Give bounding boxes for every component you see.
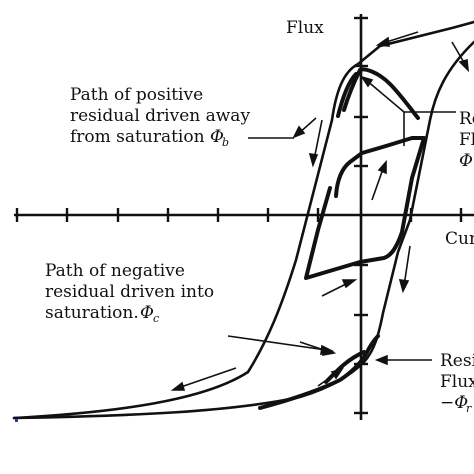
right-bottom-annotation: Resi Flux −Φ r bbox=[440, 351, 474, 415]
positive-path-annotation: Path of positive residual driven away fr… bbox=[70, 85, 250, 149]
right-bottom-line-3: −Φ bbox=[440, 393, 468, 413]
negative-path-annotation: Path of negative residual driven into sa… bbox=[45, 261, 214, 325]
leader-right-bottom-head bbox=[374, 354, 388, 366]
arrow-bottom-left bbox=[177, 367, 237, 389]
arrow-inner-down bbox=[403, 245, 411, 287]
positive-path-line-3: from saturation bbox=[70, 127, 205, 147]
direction-arrows bbox=[170, 31, 470, 391]
minor-loop-negative-residual bbox=[258, 334, 380, 410]
positive-path-line-2: residual driven away bbox=[70, 106, 250, 126]
minor-loops bbox=[258, 67, 426, 410]
right-bottom-line-1: Resi bbox=[440, 351, 474, 371]
negative-path-subscript: c bbox=[153, 312, 159, 325]
arrow-inner-down-head bbox=[398, 279, 410, 294]
corner-marker bbox=[15, 419, 18, 422]
negative-path-symbol: Φ bbox=[140, 303, 154, 323]
leader-right-top-1-head bbox=[360, 75, 374, 88]
right-bottom-subscript: r bbox=[466, 402, 472, 415]
arrow-bottom-left-head bbox=[170, 381, 186, 391]
right-top-line-3: Φ bbox=[459, 151, 473, 171]
arrow-right-down-head bbox=[458, 58, 470, 73]
arrow-negative-up-head bbox=[341, 279, 358, 289]
arrow-positive-down bbox=[313, 119, 323, 161]
arrow-bottom-right-head bbox=[330, 367, 344, 380]
arrow-positive-down-head bbox=[308, 153, 319, 168]
x-axis-label: Cur bbox=[445, 229, 474, 249]
minor-loop-inner bbox=[304, 136, 426, 280]
positive-path-subscript: b bbox=[222, 136, 229, 149]
minor-loop-positive-residual bbox=[342, 67, 420, 120]
negative-path-line-1: Path of negative bbox=[45, 261, 185, 281]
arrow-inner-up-head bbox=[377, 159, 387, 175]
negative-path-line-2: residual driven into bbox=[45, 282, 214, 302]
leader-negative-label-head bbox=[320, 344, 335, 356]
arrow-top-left-head bbox=[375, 36, 390, 47]
leader-lines bbox=[227, 75, 456, 366]
right-top-annotation: Re Fl Φ bbox=[459, 109, 474, 171]
negative-path-line-3: saturation. bbox=[45, 303, 139, 323]
arrow-positive-left-head bbox=[292, 125, 306, 139]
y-axis-label: Flux bbox=[286, 18, 324, 38]
positive-path-line-1: Path of positive bbox=[70, 85, 203, 105]
minor-loop-top-left bbox=[336, 72, 358, 118]
positive-path-symbol: Φ bbox=[210, 127, 224, 147]
leader-negative-label bbox=[227, 335, 327, 351]
right-bottom-line-2: Flux bbox=[440, 372, 474, 392]
leader-right-top-1 bbox=[365, 79, 405, 113]
right-top-line-2: Fl bbox=[459, 130, 474, 150]
right-top-line-1: Re bbox=[459, 109, 474, 129]
major-loop-upper-branch bbox=[12, 20, 474, 420]
